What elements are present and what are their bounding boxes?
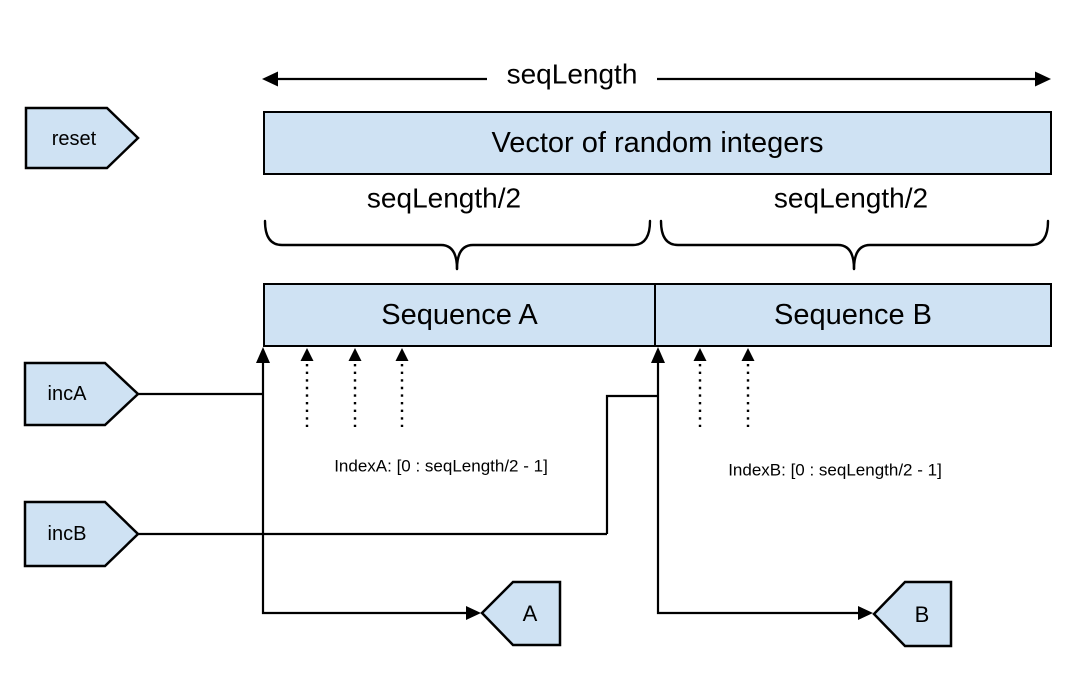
index-a-range-label: IndexA: [0 : seqLength/2 - 1]: [334, 456, 548, 476]
half-length-left-label: seqLength/2: [366, 182, 522, 214]
inc-a-port-label: incA: [47, 383, 87, 405]
arrowhead-up-a-icon: [256, 347, 270, 363]
counter-b-shape: [872, 580, 953, 648]
arrowhead-left-icon: [262, 71, 278, 87]
inc-a-port-shape: [23, 361, 140, 427]
counter-b-label: B: [914, 601, 930, 627]
underbrace-left-icon: [263, 219, 652, 271]
counter-a-label: A: [522, 600, 538, 626]
underbrace-right-icon: [659, 219, 1050, 271]
inc-b-port-label: incB: [47, 523, 87, 545]
reset-port-label: reset: [51, 128, 97, 150]
sequence-a-label: Sequence A: [381, 298, 538, 331]
arrowhead-into-counter-a-icon: [466, 606, 481, 620]
sequence-b-label: Sequence B: [773, 298, 932, 331]
inc-b-port-shape: [23, 500, 140, 568]
index-b-wire: [651, 347, 873, 620]
index-a-wire: [256, 347, 481, 620]
seq-length-label: seqLength: [506, 58, 638, 90]
reset-port-shape: [24, 106, 140, 170]
dotted-pointer-icons-a: [300, 348, 409, 427]
index-b-range-label: IndexB: [0 : seqLength/2 - 1]: [728, 460, 942, 480]
dotted-pointer-icons-b: [693, 348, 755, 427]
sequence-b-box: Sequence B: [656, 285, 1050, 345]
vector-box-label: Vector of random integers: [491, 126, 824, 159]
arrowhead-into-counter-b-icon: [858, 606, 873, 620]
arrowhead-up-b-icon: [651, 347, 665, 363]
half-length-right-label: seqLength/2: [773, 182, 929, 214]
arrowhead-right-icon: [1035, 71, 1051, 87]
seq-length-arrow: [262, 71, 1051, 87]
counter-a-shape: [480, 580, 562, 647]
sequence-boxes: Sequence A Sequence B: [263, 283, 1052, 347]
sequence-a-box: Sequence A: [265, 285, 656, 345]
inc-b-wire: [138, 394, 657, 536]
vector-box: Vector of random integers: [263, 111, 1052, 175]
